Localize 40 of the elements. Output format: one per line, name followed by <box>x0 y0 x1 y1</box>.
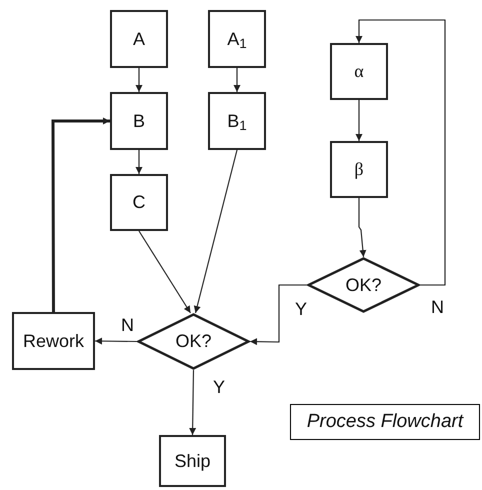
edge-label: N <box>120 316 135 334</box>
process-box <box>330 43 388 100</box>
arrow <box>136 68 142 92</box>
arrow <box>189 370 196 435</box>
arrow <box>250 284 307 346</box>
arrow <box>95 338 137 345</box>
arrow <box>234 68 240 92</box>
process-box <box>330 141 388 198</box>
process-box <box>110 174 168 231</box>
node-label: Rework <box>22 330 84 352</box>
node-label: A$_{1}$ <box>227 28 247 52</box>
node-label: Process Flowchart <box>306 410 464 434</box>
decision-diamond <box>137 313 250 370</box>
process-box <box>110 92 168 150</box>
arrow <box>358 198 366 258</box>
node-label: B$_{1}$ <box>227 110 247 134</box>
edge-label: Y <box>294 300 308 318</box>
node-label: C <box>132 191 146 214</box>
process-box <box>12 312 95 370</box>
node-label: A <box>132 28 145 50</box>
node-label: Ship <box>174 450 211 473</box>
node-label: α <box>354 60 364 83</box>
edge-label: N <box>430 298 445 316</box>
title-box <box>290 404 480 440</box>
node-label: OK? <box>345 274 382 296</box>
arrow <box>52 118 110 312</box>
arrow <box>356 19 446 286</box>
edge-label: Y <box>212 378 226 396</box>
arrow <box>356 100 362 141</box>
process-box <box>159 435 226 487</box>
arrow <box>138 230 191 314</box>
arrow <box>136 150 142 174</box>
node-label: B <box>132 110 145 132</box>
process-box <box>208 92 266 150</box>
node-label: OK? <box>175 330 212 353</box>
process-box <box>110 10 168 68</box>
decision-diamond <box>307 257 420 313</box>
node-label: β <box>354 158 364 181</box>
process-box <box>208 10 266 68</box>
arrow <box>194 150 238 314</box>
